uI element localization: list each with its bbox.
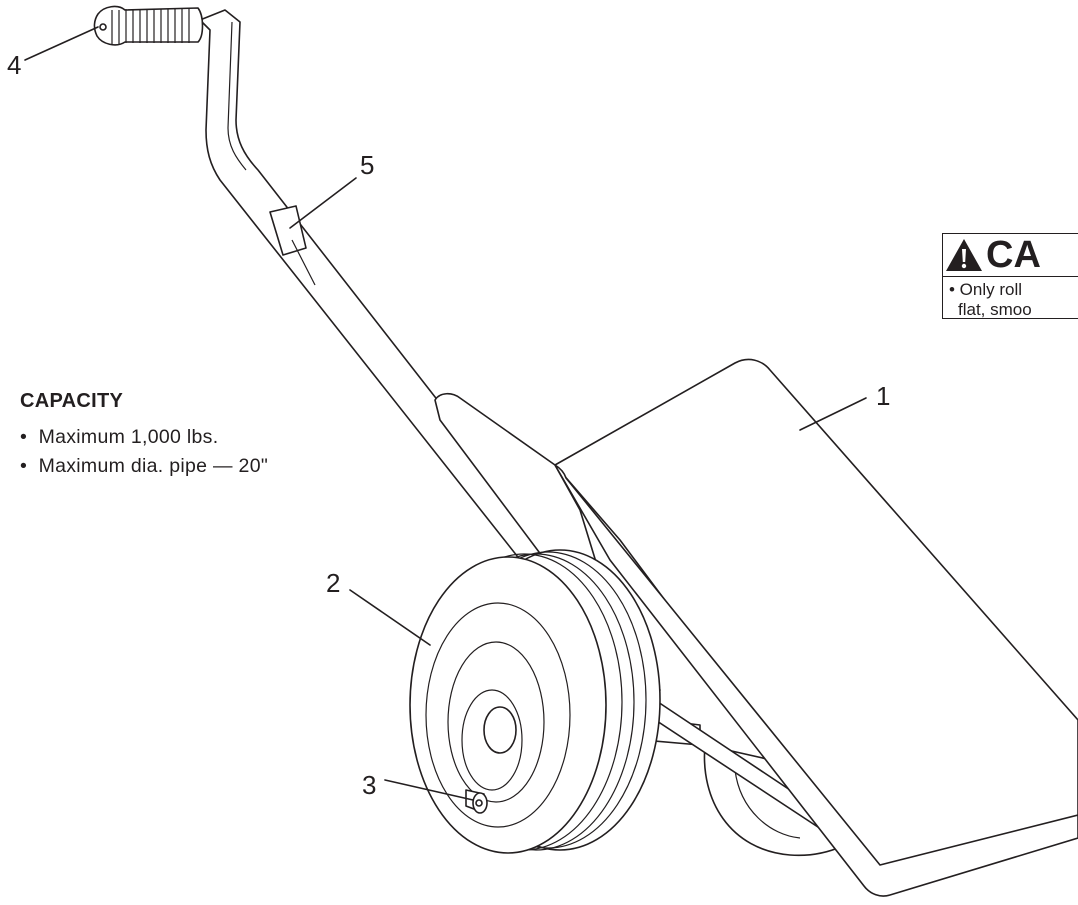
capacity-item: Maximum 1,000 lbs.	[20, 423, 440, 452]
capacity-item: Maximum dia. pipe — 20"	[20, 452, 440, 481]
warning-triangle-icon	[946, 239, 982, 271]
leader-1	[799, 397, 867, 431]
callout-1: 1	[876, 381, 890, 411]
callout-2: 2	[326, 568, 340, 598]
caution-line: flat, smoo	[958, 300, 1032, 319]
cradle-main-plate	[554, 358, 1078, 897]
leader-4	[24, 26, 99, 61]
callout-4: 4	[7, 50, 21, 80]
leader-3	[384, 779, 474, 801]
callout-3: 3	[362, 770, 376, 800]
caution-line: • Only roll	[949, 280, 1023, 299]
leader-5	[289, 177, 357, 229]
callout-5: 5	[360, 150, 374, 180]
leader-2	[349, 589, 431, 646]
leader-lines	[24, 26, 867, 801]
caution-label: CA • Only roll flat, smoo	[942, 233, 1078, 319]
capacity-list: Maximum 1,000 lbs. Maximum dia. pipe — 2…	[20, 423, 440, 481]
capacity-block: CAPACITY Maximum 1,000 lbs. Maximum dia.…	[20, 390, 440, 481]
cradle-side-plate	[434, 392, 881, 859]
front-wheel	[409, 549, 661, 854]
handle-grip	[93, 5, 204, 46]
caution-title: CA	[986, 234, 1041, 276]
caution-text: • Only roll flat, smoo	[943, 277, 1078, 319]
capacity-title: CAPACITY	[20, 390, 124, 412]
caution-header: CA	[943, 234, 1078, 277]
